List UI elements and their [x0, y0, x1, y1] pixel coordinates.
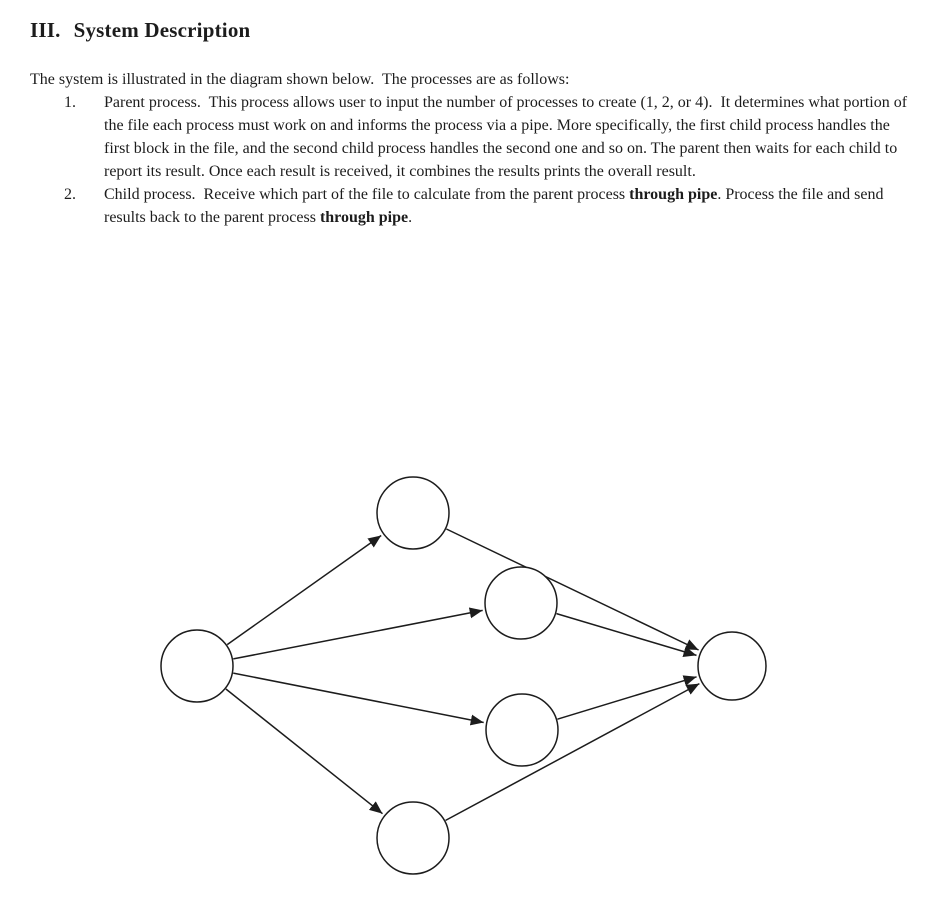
pipe-arrow-child-top-to-result	[446, 528, 699, 651]
process-node-child-top	[376, 476, 450, 550]
process-node-parent	[160, 629, 234, 703]
pipe-arrow-child-mid-upper-to-result	[556, 612, 697, 657]
process-node-child-bottom	[376, 801, 450, 875]
process-nodes	[160, 476, 767, 875]
document-text: III. System Description The system is ill…	[30, 16, 908, 229]
list-item-parent-process: 1. Parent process. This process allows u…	[30, 91, 908, 183]
section-heading: III. System Description	[30, 16, 908, 44]
pipe-arrow-parent-to-child-mid-upper	[233, 607, 483, 660]
pipe-arrow-child-mid-lower-to-result	[557, 675, 697, 720]
text-run: .	[408, 209, 413, 226]
pipe-arrow-parent-to-child-top	[226, 534, 382, 646]
process-node-child-mid-lower	[485, 693, 559, 767]
text-run-bold: through pipe	[319, 209, 409, 226]
text-run: . Process the file and send results back…	[104, 186, 888, 226]
list-item-child-process: 2. Child process. Receive which part of …	[30, 183, 908, 229]
text-run: Child process. Receive which part of the…	[104, 186, 630, 203]
pipe-arrow-child-bottom-to-result	[445, 682, 700, 822]
list-number: 1.	[64, 94, 76, 111]
section-title: System Description	[73, 18, 251, 42]
process-node-result	[697, 631, 767, 701]
process-node-child-mid-upper	[484, 566, 558, 640]
intro-paragraph: The system is illustrated in the diagram…	[30, 71, 570, 88]
list-item-text: Parent process. This process allows user…	[104, 91, 908, 183]
text-run: Parent process. This process allows user…	[104, 94, 912, 180]
list-item-text: Child process. Receive which part of the…	[104, 183, 908, 229]
process-list: 1. Parent process. This process allows u…	[30, 91, 908, 229]
pipe-arrow-parent-to-child-mid-lower	[233, 672, 484, 726]
pipe-edges	[225, 528, 700, 822]
section-numeral: III.	[30, 18, 61, 42]
text-run-bold: through pipe	[629, 186, 718, 203]
pipe-arrow-parent-to-child-bottom	[225, 688, 383, 815]
list-number: 2.	[64, 186, 76, 203]
